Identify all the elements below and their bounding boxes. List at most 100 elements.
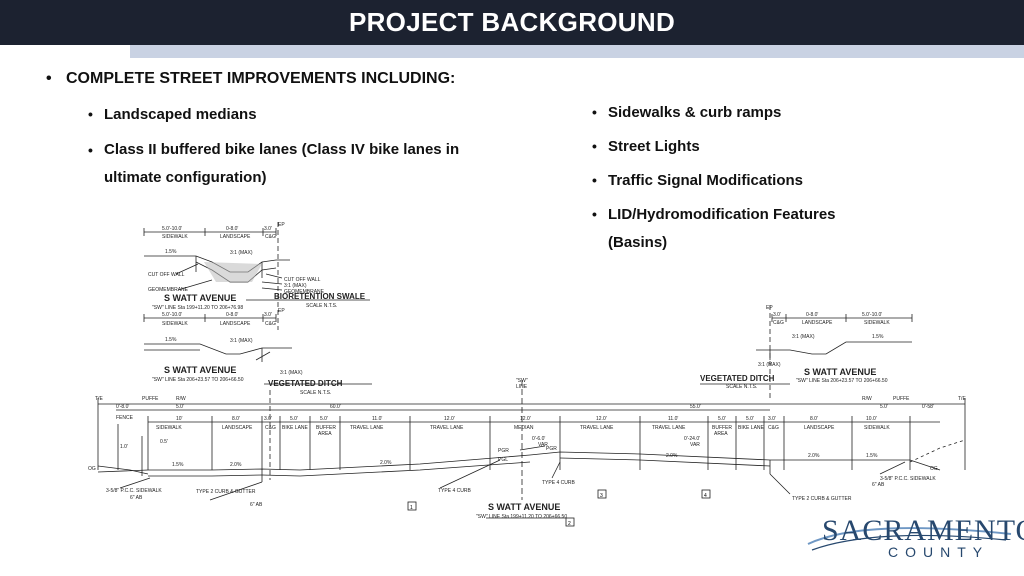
swale-geomembrane-right: GEOMEMBRANE [284,289,325,295]
section-label-left: BIKE LANE [282,425,309,431]
section-dim-05: 0.5' [160,439,168,445]
section-og: OG [88,466,96,472]
section-label-right: LANDSCAPE [804,425,835,431]
section-pcc-right: 3-5/8" P.C.C. SIDEWALK [880,476,936,482]
section-dim-left: 3.0' [264,416,272,422]
swale-geomembrane-left: GEOMEMBRANE [148,287,189,293]
section-og-right: OG [930,466,938,472]
ditch-right-name: VEGETATED DITCH [700,374,775,383]
callout-box [701,489,711,499]
ditch-right-max-bottom: 3:1 (MAX) [758,362,781,368]
bullet-main: COMPLETE STREET IMPROVEMENTS INCLUDING: [66,70,456,87]
ditch-left-dim-sidewalk: 5.0'-10.0' [162,312,182,318]
section-dim-left: 8.0' [232,416,240,422]
section-dim5-right: 5.0' [880,404,888,410]
section-dim-right: 5.0' [718,416,726,422]
section-dim-left: 5.0' [290,416,298,422]
section-pcc-left: 3-5/8" P.C.C. SIDEWALK [106,488,162,494]
section-curb-left: TYPE 2 CURB & GUTTER [196,489,256,495]
section-dim-right: 8.0' [810,416,818,422]
swale-street: S WATT AVENUE [164,293,236,303]
swale-scale: SCALE N.T.S. [306,303,337,309]
section-fence: FENCE [116,415,134,421]
ditch-right-scale: SCALE N.T.S. [726,384,757,390]
callout-1: 1 [410,505,413,511]
section-dim-left: 11.0' [372,416,382,422]
bullet-traffic-signal: Traffic Signal Modifications [608,172,804,189]
section-dim-right: 10.0' [866,416,877,422]
section-sw-line: "SW" [516,378,528,384]
ditch-left-label-landscape: LANDSCAPE [220,321,251,327]
section-line: "SW" LINE Sta 199+11.20 TO 206+66.50 [476,514,567,520]
swale-label-sidewalk: SIDEWALK [162,234,188,240]
section-label-right: BIKE LANE [738,425,765,431]
bullet-dot: • [592,172,597,188]
swale-line: "SW" LINE Sta 199+11.20 TO 206+76.98 [152,305,243,311]
section-pgl: PGL [498,457,508,463]
section-tie-right: T/E [958,396,966,402]
section-label-right: BUFFER [712,425,732,431]
swale-cutoff-left: CUT OFF WALL [148,272,185,278]
page-title: PROJECT BACKGROUND [348,7,676,37]
bullet-dot: • [46,70,52,87]
section-row-right: R/W [862,396,872,402]
swale-dim-cg: 3.0' [264,226,272,232]
swale-ep: EP [278,222,285,228]
bullet-bike-lanes-cont: ultimate configuration) [104,169,267,186]
section-label-left: LANDSCAPE [222,425,253,431]
section-label-right: SIDEWALK [864,425,890,431]
section-label-right: TRAVEL LANE [652,425,686,431]
swale-max: 3:1 (MAX) [230,250,253,256]
ditch-left-slope: 1.5% [165,337,177,343]
bullet-dot: • [592,206,597,222]
ditch-right-max: 3:1 (MAX) [792,334,815,340]
callout-3: 3 [600,493,603,499]
section-slope: 2.0% [666,453,678,459]
section-dim-right: 3.0' [768,416,776,422]
section-dim5-left: 5.0' [176,404,184,410]
swale-dim-landscape: 0-8.0' [226,226,238,232]
section-dim-right: 5.0' [746,416,754,422]
ditch-left-dim-landscape: 0-8.0' [226,312,238,318]
ditch-right-label-sidewalk: SIDEWALK [864,320,890,326]
section-label-right: TRAVEL LANE [580,425,614,431]
section-slope: 2.0% [808,453,820,459]
ditch-left-max-bottom: 3:1 (MAX) [280,370,303,376]
section-dim-left: 10' [176,416,183,422]
swale-slope: 1.5% [165,249,177,255]
ditch-left-name: VEGETATED DITCH [268,379,343,388]
swale-label-landscape: LANDSCAPE [220,234,251,240]
logo-swoosh-icon [807,527,1012,551]
section-lane-range: 0'-24.0' [684,436,700,442]
ditch-right-dim-landscape: 0-8.0' [806,312,818,318]
bullet-landscaped-medians: Landscaped medians [104,106,257,123]
ditch-right-ep: EP [766,305,773,311]
ditch-right-label-cg: C&G [773,320,784,326]
callout-box [597,489,607,499]
section-type4-b: TYPE 4 CURB [542,480,575,486]
ditch-left-ep: EP [278,308,285,314]
section-pgr-right: PGR [546,446,557,452]
ditch-right-dim-cg: 3.0' [773,312,781,318]
swale-label-cg: C&G [265,234,276,240]
ditch-right-line: "SW" LINE Sta 206+23.57 TO 206+66.50 [796,378,888,384]
section-slope: 2.0% [380,460,392,466]
section-curb-right: TYPE 2 CURB & GUTTER [792,496,852,502]
section-type4-a: TYPE 4 CURB [438,488,471,494]
bullet-sidewalks: Sidewalks & curb ramps [608,104,782,121]
section-area-right: AREA [714,431,728,437]
section-total-right: 55.0' [690,404,701,410]
section-row-left: R/W [176,396,186,402]
section-label-left: C&G [265,425,276,431]
callout-2: 2 [568,521,571,527]
ditch-left-label-cg: C&G [265,321,276,327]
bullet-street-lights: Street Lights [608,138,700,155]
section-area-left: AREA [318,431,332,437]
section-side-right: 0'-58' [922,404,934,410]
section-label-left: MEDIAN [514,425,534,431]
swale-dim-sidewalk: 5.0'-10.0' [162,226,182,232]
section-label-left: BUFFER [316,425,336,431]
ditch-right-label-landscape: LANDSCAPE [802,320,833,326]
ditch-left-label-sidewalk: SIDEWALK [162,321,188,327]
bullet-lid-cont: (Basins) [608,234,668,251]
